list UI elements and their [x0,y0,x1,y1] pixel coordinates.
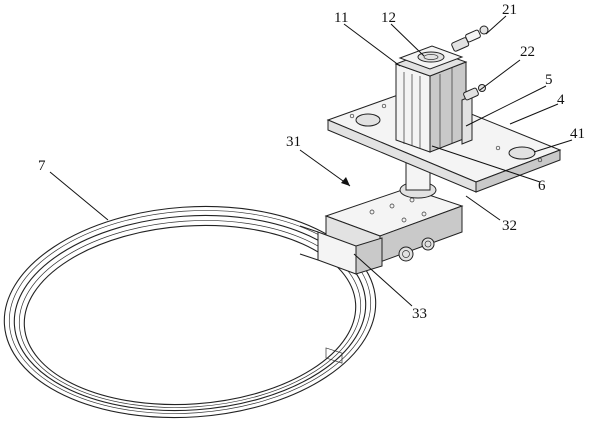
leader-22 [479,59,521,91]
leader-33 [353,253,413,307]
leader-12 [390,23,425,57]
leader-lines [49,15,573,307]
label-6: 6 [538,178,546,194]
label-33: 33 [412,306,427,322]
leader-4 [509,103,559,125]
label-21: 21 [502,2,517,18]
reference-numerals: 11 12 21 22 5 4 41 31 6 7 32 33 [38,2,585,322]
label-7: 7 [38,158,46,174]
leader-41 [533,139,573,153]
air-cylinder [394,45,473,153]
leader-11 [343,23,401,67]
label-31: 31 [286,134,301,150]
lower-bracket [299,187,464,364]
leader-6 [431,145,541,183]
label-41: 41 [570,126,585,142]
leader-21 [485,15,507,35]
leader-31-arrow [341,177,350,186]
label-12: 12 [381,10,396,26]
label-32: 32 [502,218,517,234]
ring-part [3,205,377,419]
leader-7 [49,171,109,221]
label-22: 22 [520,44,535,60]
leader-32 [465,195,501,221]
leader-5 [465,85,547,127]
label-5: 5 [545,72,553,88]
label-4: 4 [557,92,565,108]
label-11: 11 [334,10,348,26]
leader-31 [299,149,351,187]
